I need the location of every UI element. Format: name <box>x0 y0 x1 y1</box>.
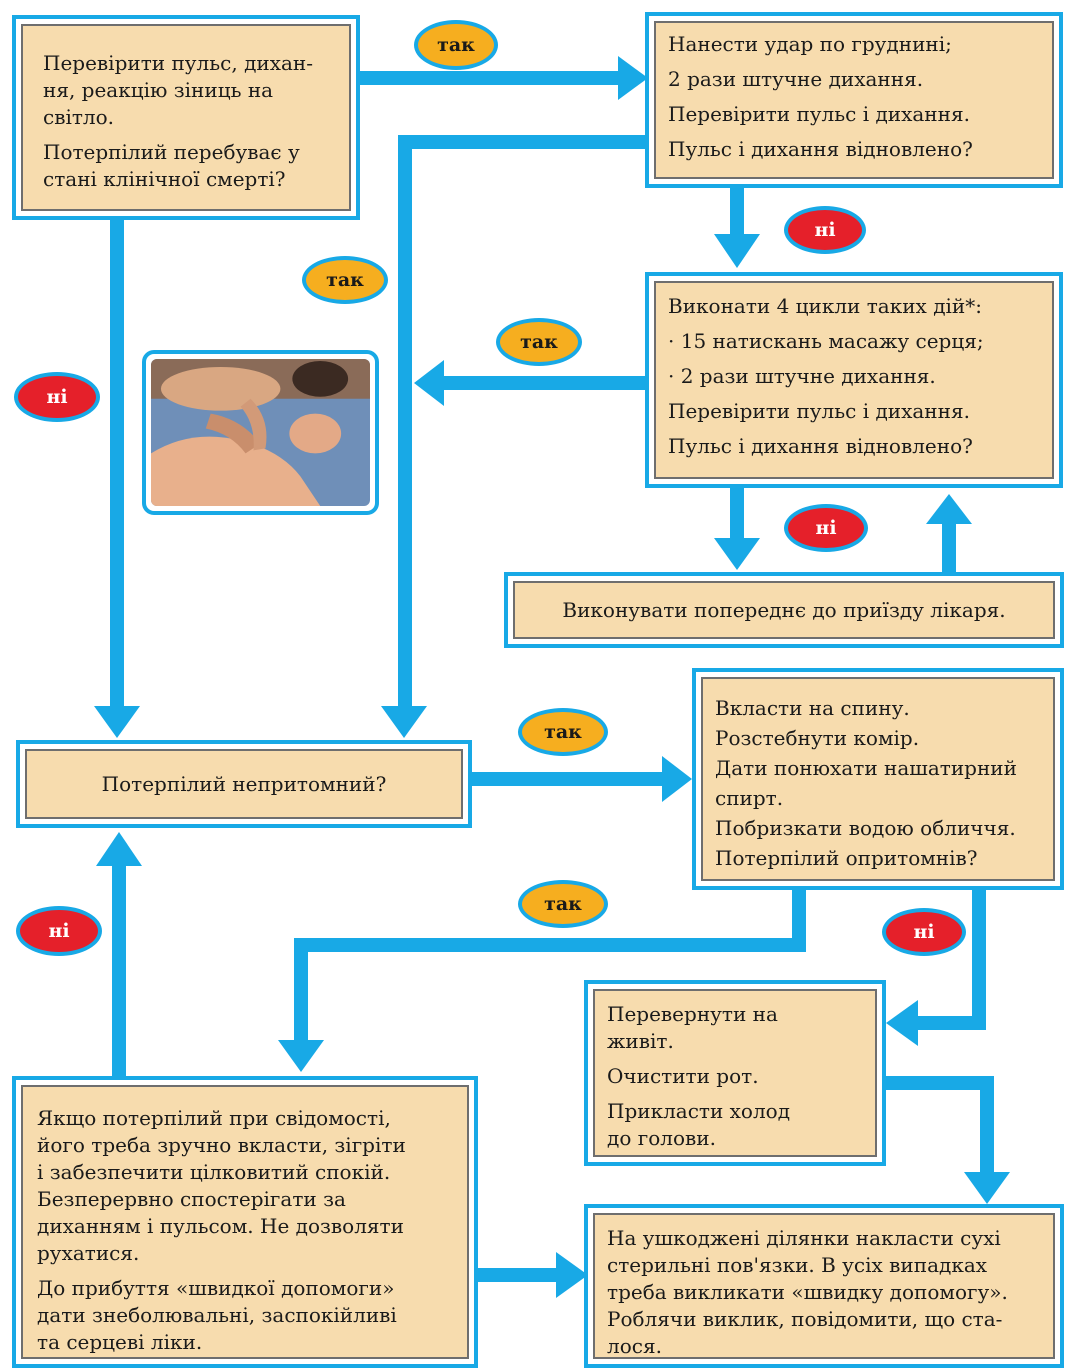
conscious-care-text: Якщо потерпілий при свідомості, його тре… <box>21 1085 469 1359</box>
text-line: і забезпечити цілковитий спокій. <box>37 1160 391 1184</box>
turn-over-text: Перевернути на живіт. Очистити рот. Прик… <box>593 989 877 1157</box>
text-line: Потерпілий опритомнів? <box>715 846 978 870</box>
text-line: Виконати 4 цикли таких дій*: <box>668 294 982 318</box>
text-line: диханням і пульсом. Не дозволяти <box>37 1214 404 1238</box>
check-vitals-text: Перевірити пульс, дихан- ня, реакцію зін… <box>21 24 351 211</box>
cpr-illustration <box>151 359 370 506</box>
no-label: ні <box>48 920 70 942</box>
yes-badge: так <box>302 256 388 304</box>
check-vitals-box: Перевірити пульс, дихан- ня, реакцію зін… <box>12 15 360 220</box>
text-line: Нанести удар по груднині; <box>668 32 952 56</box>
text-line: Якщо потерпілий при свідомості, <box>37 1106 391 1130</box>
text-line: Пульс і дихання відновлено? <box>668 137 973 161</box>
text-line: спирт. <box>715 786 784 810</box>
repeat-until-doctor-box: Виконувати попереднє до приїзду лікаря. <box>504 572 1064 648</box>
text-line: Прикласти холод <box>607 1099 791 1123</box>
text-line: · 15 натискань масажу серця; <box>668 329 984 353</box>
text-line: Розстебнути комір. <box>715 726 920 750</box>
text-line: Роблячи виклик, повідомити, що ста- <box>607 1307 1003 1331</box>
text-line: Дати понюхати нашатирний <box>715 756 1017 780</box>
text-line: живіт. <box>607 1029 674 1053</box>
text-line: дати знеболювальні, заспокійливі <box>37 1303 397 1327</box>
no-label: ні <box>814 219 836 241</box>
no-label: ні <box>913 921 935 943</box>
yes-label: так <box>544 721 582 743</box>
repeat-until-doctor-text: Виконувати попереднє до приїзду лікаря. <box>513 581 1055 639</box>
yes-badge: так <box>518 880 608 928</box>
bandage-call-text: На ушкоджені ділянки накласти сухі стери… <box>593 1213 1055 1359</box>
unconscious-question-box: Потерпілий непритомний? <box>16 740 472 828</box>
text-line: Вкласти на спину. <box>715 696 910 720</box>
text-line: 2 рази штучне дихання. <box>668 67 924 91</box>
text-line: його треба зручно вкласти, зігріти <box>37 1133 406 1157</box>
yes-badge: так <box>496 318 582 366</box>
text-line: До прибуття «швидкої допомоги» <box>37 1276 395 1300</box>
yes-badge: так <box>518 708 608 756</box>
text-line: Побризкати водою обличчя. <box>715 816 1016 840</box>
text-line: Потерпілий непритомний? <box>101 771 387 796</box>
check-vitals-paragraph-1: Перевірити пульс, дихан- ня, реакцію зін… <box>43 50 335 131</box>
text-line: рухатися. <box>37 1241 140 1265</box>
text-line: треба викликати «швидку допомогу». <box>607 1280 1008 1304</box>
text-line: світло. <box>43 105 115 129</box>
text-line: Потерпілий перебуває у <box>43 140 300 164</box>
no-label: ні <box>815 517 837 539</box>
text-line: На ушкоджені ділянки накласти сухі <box>607 1226 1001 1250</box>
text-line: та серцеві ліки. <box>37 1330 203 1354</box>
text-line: Очистити рот. <box>607 1064 759 1088</box>
no-badge: ні <box>784 504 868 552</box>
chest-strike-box: Нанести удар по груднині; 2 рази штучне … <box>645 12 1063 188</box>
text-line: Перевірити пульс, дихан- <box>43 51 313 75</box>
text-line: до голови. <box>607 1126 716 1150</box>
text-line: стерильні пов'язки. В усіх випадках <box>607 1253 988 1277</box>
yes-badge: так <box>414 20 498 70</box>
text-line: Перевірити пульс і дихання. <box>668 399 970 423</box>
no-label: ні <box>46 386 68 408</box>
revive-steps-text: Вкласти на спину. Розстебнути комір. Дат… <box>701 677 1055 881</box>
text-line: Перевернути на <box>607 1002 778 1026</box>
no-badge: ні <box>14 372 100 422</box>
turn-over-box: Перевернути на живіт. Очистити рот. Прик… <box>584 980 886 1166</box>
yes-label: так <box>520 331 558 353</box>
cpr-cycles-box: Виконати 4 цикли таких дій*: · 15 натиск… <box>645 272 1063 488</box>
yes-label: так <box>326 269 364 291</box>
text-line: Перевірити пульс і дихання. <box>668 102 970 126</box>
conscious-care-box: Якщо потерпілий при свідомості, його тре… <box>12 1076 478 1368</box>
text-line: Пульс і дихання відновлено? <box>668 434 973 458</box>
unconscious-question-text: Потерпілий непритомний? <box>25 749 463 819</box>
check-vitals-paragraph-2: Потерпілий перебуває у стані клінічної с… <box>43 139 335 193</box>
yes-label: так <box>544 893 582 915</box>
text-line: стані клінічної смерті? <box>43 167 286 191</box>
yes-label: так <box>437 34 475 56</box>
cpr-cycles-text: Виконати 4 цикли таких дій*: · 15 натиск… <box>654 281 1054 479</box>
no-badge: ні <box>882 908 966 956</box>
text-line: Виконувати попереднє до приїзду лікаря. <box>562 597 1006 622</box>
text-line: ня, реакцію зіниць на <box>43 78 274 102</box>
text-line: · 2 рази штучне дихання. <box>668 364 936 388</box>
bandage-call-box: На ушкоджені ділянки накласти сухі стери… <box>584 1204 1064 1368</box>
cpr-photo <box>142 350 379 515</box>
text-line: лося. <box>607 1334 662 1358</box>
text-line: Безперервно спостерігати за <box>37 1187 346 1211</box>
chest-strike-text: Нанести удар по груднині; 2 рази штучне … <box>654 21 1054 179</box>
no-badge: ні <box>16 906 102 956</box>
revive-steps-box: Вкласти на спину. Розстебнути комір. Дат… <box>692 668 1064 890</box>
no-badge: ні <box>784 206 866 254</box>
